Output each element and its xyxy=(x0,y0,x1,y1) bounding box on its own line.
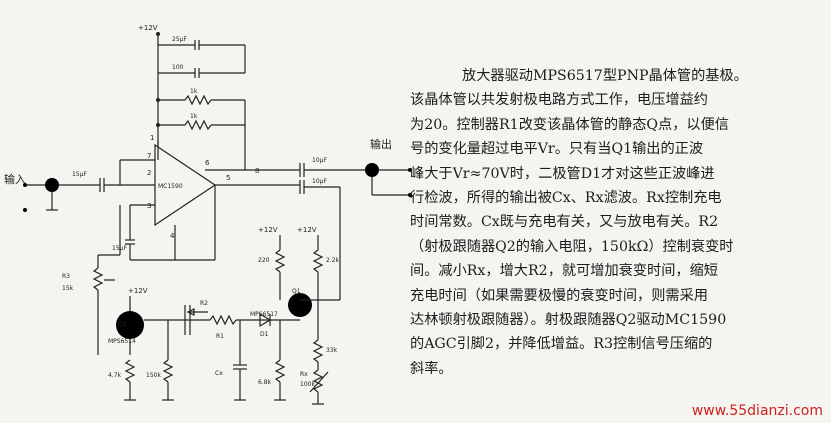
r3-value: 15k xyxy=(62,285,74,292)
r-220-label: 220 xyxy=(258,257,270,264)
description-line: （射极跟随器Q2的输入电阻，150kΩ）控制衰变时 xyxy=(410,238,734,255)
r1-label: R1 xyxy=(216,333,224,340)
ic-pin-6: 6 xyxy=(205,159,210,167)
description-line: 放大器驱动MPS6517型PNP晶体管的基极。 xyxy=(462,68,748,84)
r-fb1-label: 1k xyxy=(190,88,198,95)
ic-name: MC1590 xyxy=(158,183,183,190)
supply-q2-label: +12V xyxy=(128,287,148,295)
description-line: 该晶体管以共发射极电路方式工作，电压增益约 xyxy=(410,92,708,109)
q1-label: Q1 xyxy=(292,288,301,295)
description-text: 放大器驱动MPS6517型PNP晶体管的基极。 该晶体管以共发射极电路方式工作，… xyxy=(410,64,825,381)
ic-pin-5: 5 xyxy=(226,174,230,182)
supply-r2-label: +12V xyxy=(297,226,317,234)
ic-pin-3: 3 xyxy=(147,202,151,210)
ic-pin-8: 8 xyxy=(255,167,259,175)
rx-label: Rx xyxy=(300,371,308,378)
r-47k-label: 4.7k xyxy=(108,372,122,379)
supply-r1-label: +12V xyxy=(258,226,278,234)
supply-top-label: +12V xyxy=(138,24,158,32)
description-line: 间。减小Rx，增大R2，就可增加衰变时间，缩短 xyxy=(410,263,718,280)
watermark: www.55dianzi.com xyxy=(691,403,823,419)
r-33k-label: 33k xyxy=(326,347,338,354)
r3-label: R3 xyxy=(62,273,70,280)
description-line: 行检波，所得的输出被Cx、Rx滤波。Rx控制充电 xyxy=(410,190,722,207)
cx-label: Cx xyxy=(215,370,223,377)
description-line: 的AGC引脚2，并降低增益。R3控制信号压缩的 xyxy=(410,336,713,353)
output-label: 输出 xyxy=(370,137,392,151)
description-line: 号的变化量超过电平Vr。只有当Q1输出的正波 xyxy=(410,141,704,158)
description-line: 峰大于Vr≈70V时，二极管D1才对这些正波峰进 xyxy=(410,165,715,182)
c-top2-label: 100 xyxy=(172,64,184,71)
description-line: 时间常数。Cx既与充电有关，又与放电有关。R2 xyxy=(410,214,719,231)
input-label: 输入 xyxy=(4,172,26,186)
description-line: 为20。控制器R1改变该晶体管的静态Q点，以便信 xyxy=(410,116,729,133)
rx-value: 100k xyxy=(300,381,315,388)
q2-label: Q2 xyxy=(118,321,127,328)
description-line: 斜率。 xyxy=(410,360,453,377)
ic-pin-4: 4 xyxy=(170,232,175,240)
r2-label: R2 xyxy=(200,300,208,307)
circuit-schematic: +12V 25μF 100 1k 1k MC1590 7 2 3 4 6 5 1… xyxy=(4,24,412,405)
description-line: 达林顿射极跟随器）。射极跟随器Q2驱动MC1590 xyxy=(410,312,727,329)
r-68k-label: 6.8k xyxy=(258,379,272,386)
ic-pin-2: 2 xyxy=(147,169,151,177)
ic-pin-7: 7 xyxy=(147,152,151,160)
q2-type: MPS6514 xyxy=(108,338,136,345)
r-22k-label: 2.2k xyxy=(326,257,340,264)
c-out1-label: 10μF xyxy=(312,157,327,164)
c-in-label: 15μF xyxy=(72,171,87,178)
q1-type: MPS6517 xyxy=(250,311,278,318)
r-150k-label: 150k xyxy=(146,372,161,379)
c-out2-label: 10μF xyxy=(312,178,327,185)
description-line: 充电时间（如果需要极慢的衰变时间，则需采用 xyxy=(410,287,708,304)
c-top1-label: 25μF xyxy=(172,36,187,43)
ic-pin-1: 1 xyxy=(150,134,154,142)
r-fb2-label: 1k xyxy=(190,113,198,120)
d1-label: D1 xyxy=(260,331,269,338)
